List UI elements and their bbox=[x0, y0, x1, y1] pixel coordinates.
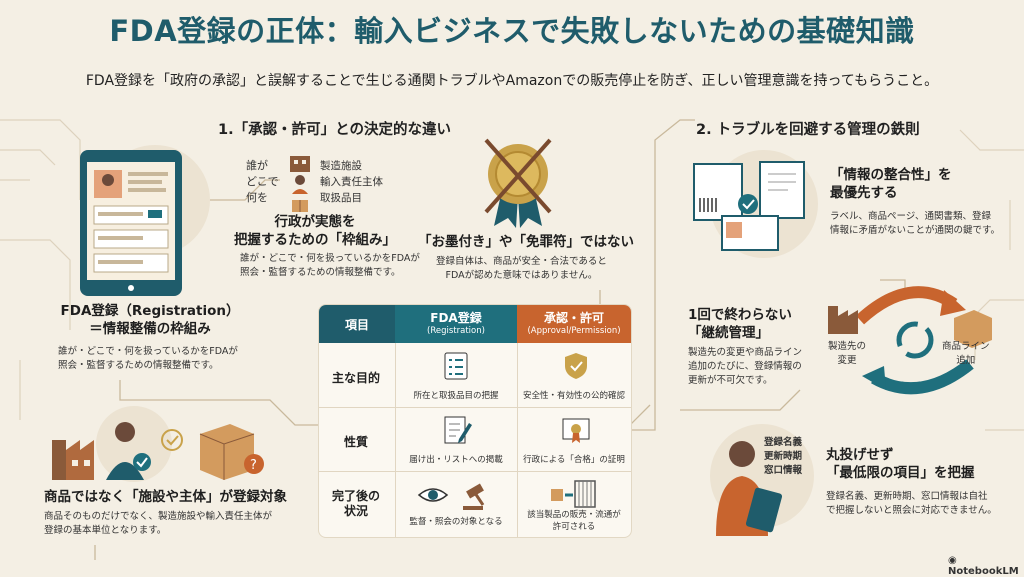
cycle-diagram-icon bbox=[828, 286, 992, 395]
table-header-item: 項目 bbox=[319, 305, 395, 343]
registration-title-1: FDA登録（Registration） bbox=[60, 303, 240, 319]
rule3-item-renewal: 更新時期 bbox=[764, 451, 803, 462]
row-purpose-approval: 安全性・有効性の公的確認 bbox=[522, 391, 625, 401]
rule3-title-2: 「最低限の項目」を把握 bbox=[826, 465, 975, 481]
form-pen-icon bbox=[444, 416, 472, 444]
page-subtitle: FDA登録を「政府の承認」と誤解することで生じる通関トラブルやAmazonでの販… bbox=[85, 73, 939, 89]
rule3-item-contact: 窓口情報 bbox=[764, 465, 803, 476]
rule3-title-1: 丸投げせず bbox=[826, 447, 894, 463]
cycle-left-2: 変更 bbox=[837, 355, 857, 366]
tablet-icon bbox=[80, 150, 182, 296]
what-label: 何を bbox=[246, 191, 268, 204]
registration-title-2: ＝情報整備の枠組み bbox=[89, 321, 211, 337]
who-item-importer: 輸入責任主体 bbox=[320, 176, 383, 188]
documents-check-icon bbox=[693, 161, 805, 251]
rule1-title-2: 最優先する bbox=[830, 185, 898, 201]
framework-desc-2: 照会・監督するための情報整備です。 bbox=[240, 267, 401, 278]
crossed-seal-icon bbox=[484, 138, 552, 228]
cycle-right-2: 追加 bbox=[956, 355, 976, 366]
person-tablet-icon bbox=[716, 441, 783, 536]
comparison-table: 項目 FDA登録(Registration) 承認・許可(Approval/Pe… bbox=[318, 304, 632, 538]
cycle-left-1: 製造先の bbox=[828, 341, 867, 352]
rule2-desc-3: 更新が不可欠です。 bbox=[688, 375, 773, 386]
rule1-desc-2: 情報に矛盾がないことが通関の鍵です。 bbox=[830, 225, 1001, 236]
rule1-title-1: 「情報の整合性」を bbox=[830, 167, 952, 183]
rule2-title-1: 1回で終わらない bbox=[688, 307, 792, 323]
shield-check-icon bbox=[565, 353, 587, 379]
rule3-desc-1: 登録名義、更新時期、窓口情報は自社 bbox=[826, 491, 988, 502]
row-purpose-fda: 所在と取扱品目の把握 bbox=[413, 391, 499, 401]
row-nature-label: 性質 bbox=[343, 435, 368, 449]
table-header-approval: 承認・許可(Approval/Permission) bbox=[517, 305, 631, 343]
table-header-fda: FDA登録(Registration) bbox=[395, 305, 517, 343]
row-nature-approval: 行政による「合格」の証明 bbox=[523, 455, 625, 465]
target-desc-1: 商品そのものだけでなく、製造施設や輸入責任主体が bbox=[44, 511, 273, 522]
certificate-icon bbox=[562, 418, 590, 443]
rule3-item-name: 登録名義 bbox=[764, 437, 803, 448]
where-label: どこで bbox=[246, 175, 279, 188]
svg-text:?: ? bbox=[250, 458, 257, 473]
footer-logo: ◉ NotebookLM bbox=[948, 555, 1024, 577]
factory-person-box-icons: ? bbox=[52, 422, 264, 480]
who-item-products: 取扱品目 bbox=[320, 192, 362, 204]
notebook-icon: ◉ bbox=[948, 555, 957, 566]
seal-desc-2: FDAが認めた意味ではありません。 bbox=[445, 270, 598, 281]
section2-heading: 2. トラブルを回避する管理の鉄則 bbox=[696, 122, 920, 138]
rule3-desc-2: で把握しないと照会に対応できません。 bbox=[826, 505, 997, 516]
registration-desc-2: 照会・監督するための情報整備です。 bbox=[58, 360, 219, 371]
rule2-desc-2: 追加のたびに、登録情報の bbox=[688, 361, 802, 372]
seal-title: 「お墨付き」や「免罪符」ではない bbox=[418, 234, 634, 250]
rule2-title-2: 「継続管理」 bbox=[688, 325, 769, 341]
target-desc-2: 登録の基本単位となります。 bbox=[44, 525, 167, 536]
rule2-desc-1: 製造先の変更や商品ライン bbox=[688, 347, 803, 358]
rule1-desc-1: ラベル、商品ページ、通関書類、登録 bbox=[830, 211, 992, 222]
seal-desc-1: 登録自体は、商品が安全・合法であると bbox=[436, 256, 607, 267]
framework-desc-1: 誰が・どこで・何を扱っているかをFDAが bbox=[240, 253, 420, 264]
row-purpose-label: 主な目的 bbox=[331, 371, 380, 385]
building-person-box-icons bbox=[290, 156, 310, 212]
who-label: 誰が bbox=[246, 159, 268, 172]
cycle-right-1: 商品ライン bbox=[942, 341, 990, 352]
row-result-label: 完了後の 状況 bbox=[331, 489, 380, 518]
who-item-facility: 製造施設 bbox=[320, 160, 362, 172]
framework-title-2: 把握するための「枠組み」 bbox=[234, 232, 396, 248]
registration-desc-1: 誰が・どこで・何を扱っているかをFDAが bbox=[58, 346, 238, 357]
row-result-approval: 該当製品の販売・流通が 許可される bbox=[527, 510, 621, 532]
target-title: 商品ではなく「施設や主体」が登録対象 bbox=[44, 489, 287, 505]
section1-heading: 1.「承認・許可」との決定的な違い bbox=[218, 122, 451, 138]
row-result-fda: 監督・照会の対象となる bbox=[409, 517, 503, 527]
gate-box-icon bbox=[551, 480, 596, 508]
eye-gavel-icons bbox=[417, 483, 485, 510]
page-title: FDA登録の正体：輸入ビジネスで失敗しないための基礎知識 bbox=[109, 14, 915, 48]
checklist-icon bbox=[444, 352, 468, 380]
framework-title-1: 行政が実態を bbox=[274, 214, 356, 230]
row-nature-fda: 届け出・リストへの掲載 bbox=[409, 455, 503, 465]
